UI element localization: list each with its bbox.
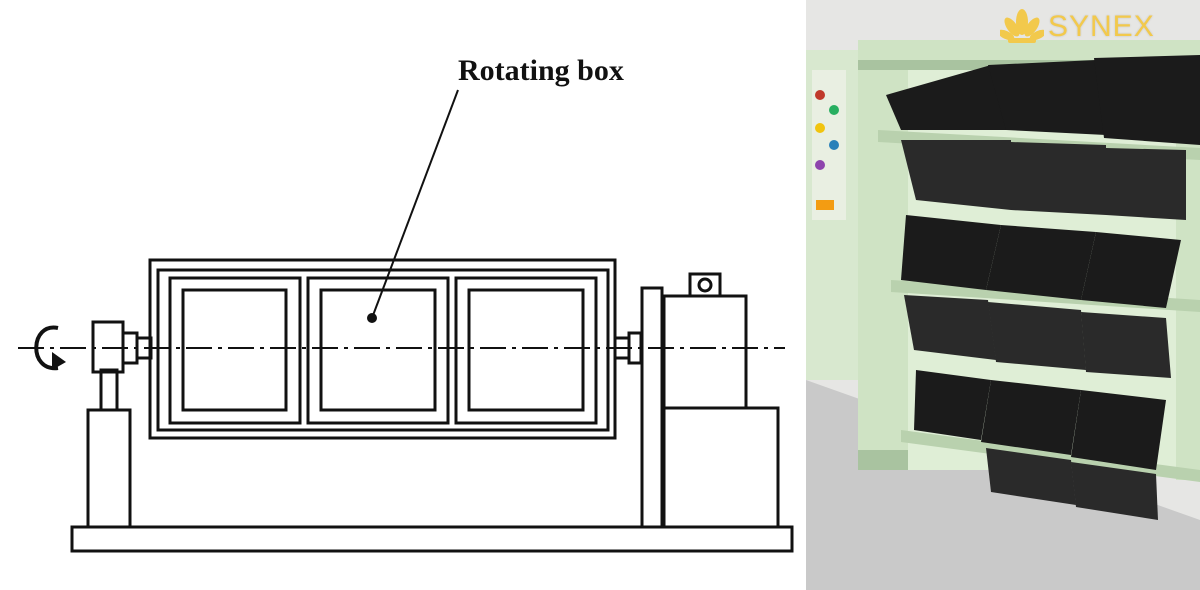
equipment-photo: [806, 0, 1200, 590]
shelf-row-1: [878, 55, 1200, 220]
motor-eye: [697, 277, 713, 293]
synex-logo: SYNEX: [1000, 4, 1155, 50]
rotation-arrow-head-icon: [52, 352, 66, 370]
compartment-2-window: [319, 288, 437, 412]
shelf-row-2: [891, 215, 1200, 378]
lotus-logo-icon: [1000, 9, 1044, 43]
motor-housing: [662, 294, 748, 410]
compartment-1: [168, 276, 302, 425]
label-leader-dot: [367, 313, 377, 323]
rotating-box-inner: [156, 268, 610, 432]
compartment-2: [306, 276, 450, 425]
motor-base: [662, 406, 780, 529]
motor-top-block: [688, 272, 722, 298]
compartment-1-window: [181, 288, 288, 412]
label-leader-line: [371, 89, 459, 319]
right-stand-post: [640, 286, 664, 529]
logo-text: SYNEX: [1048, 10, 1155, 43]
rotating-box-label: Rotating box: [458, 54, 624, 87]
base-plate: [70, 525, 794, 553]
rotating-box-diagram: Rotating box: [18, 54, 794, 553]
left-post: [99, 368, 119, 412]
compartment-3-window: [467, 288, 585, 412]
shelf-row-3: [901, 370, 1200, 520]
left-pedestal: [86, 408, 132, 529]
compartment-3: [454, 276, 598, 425]
